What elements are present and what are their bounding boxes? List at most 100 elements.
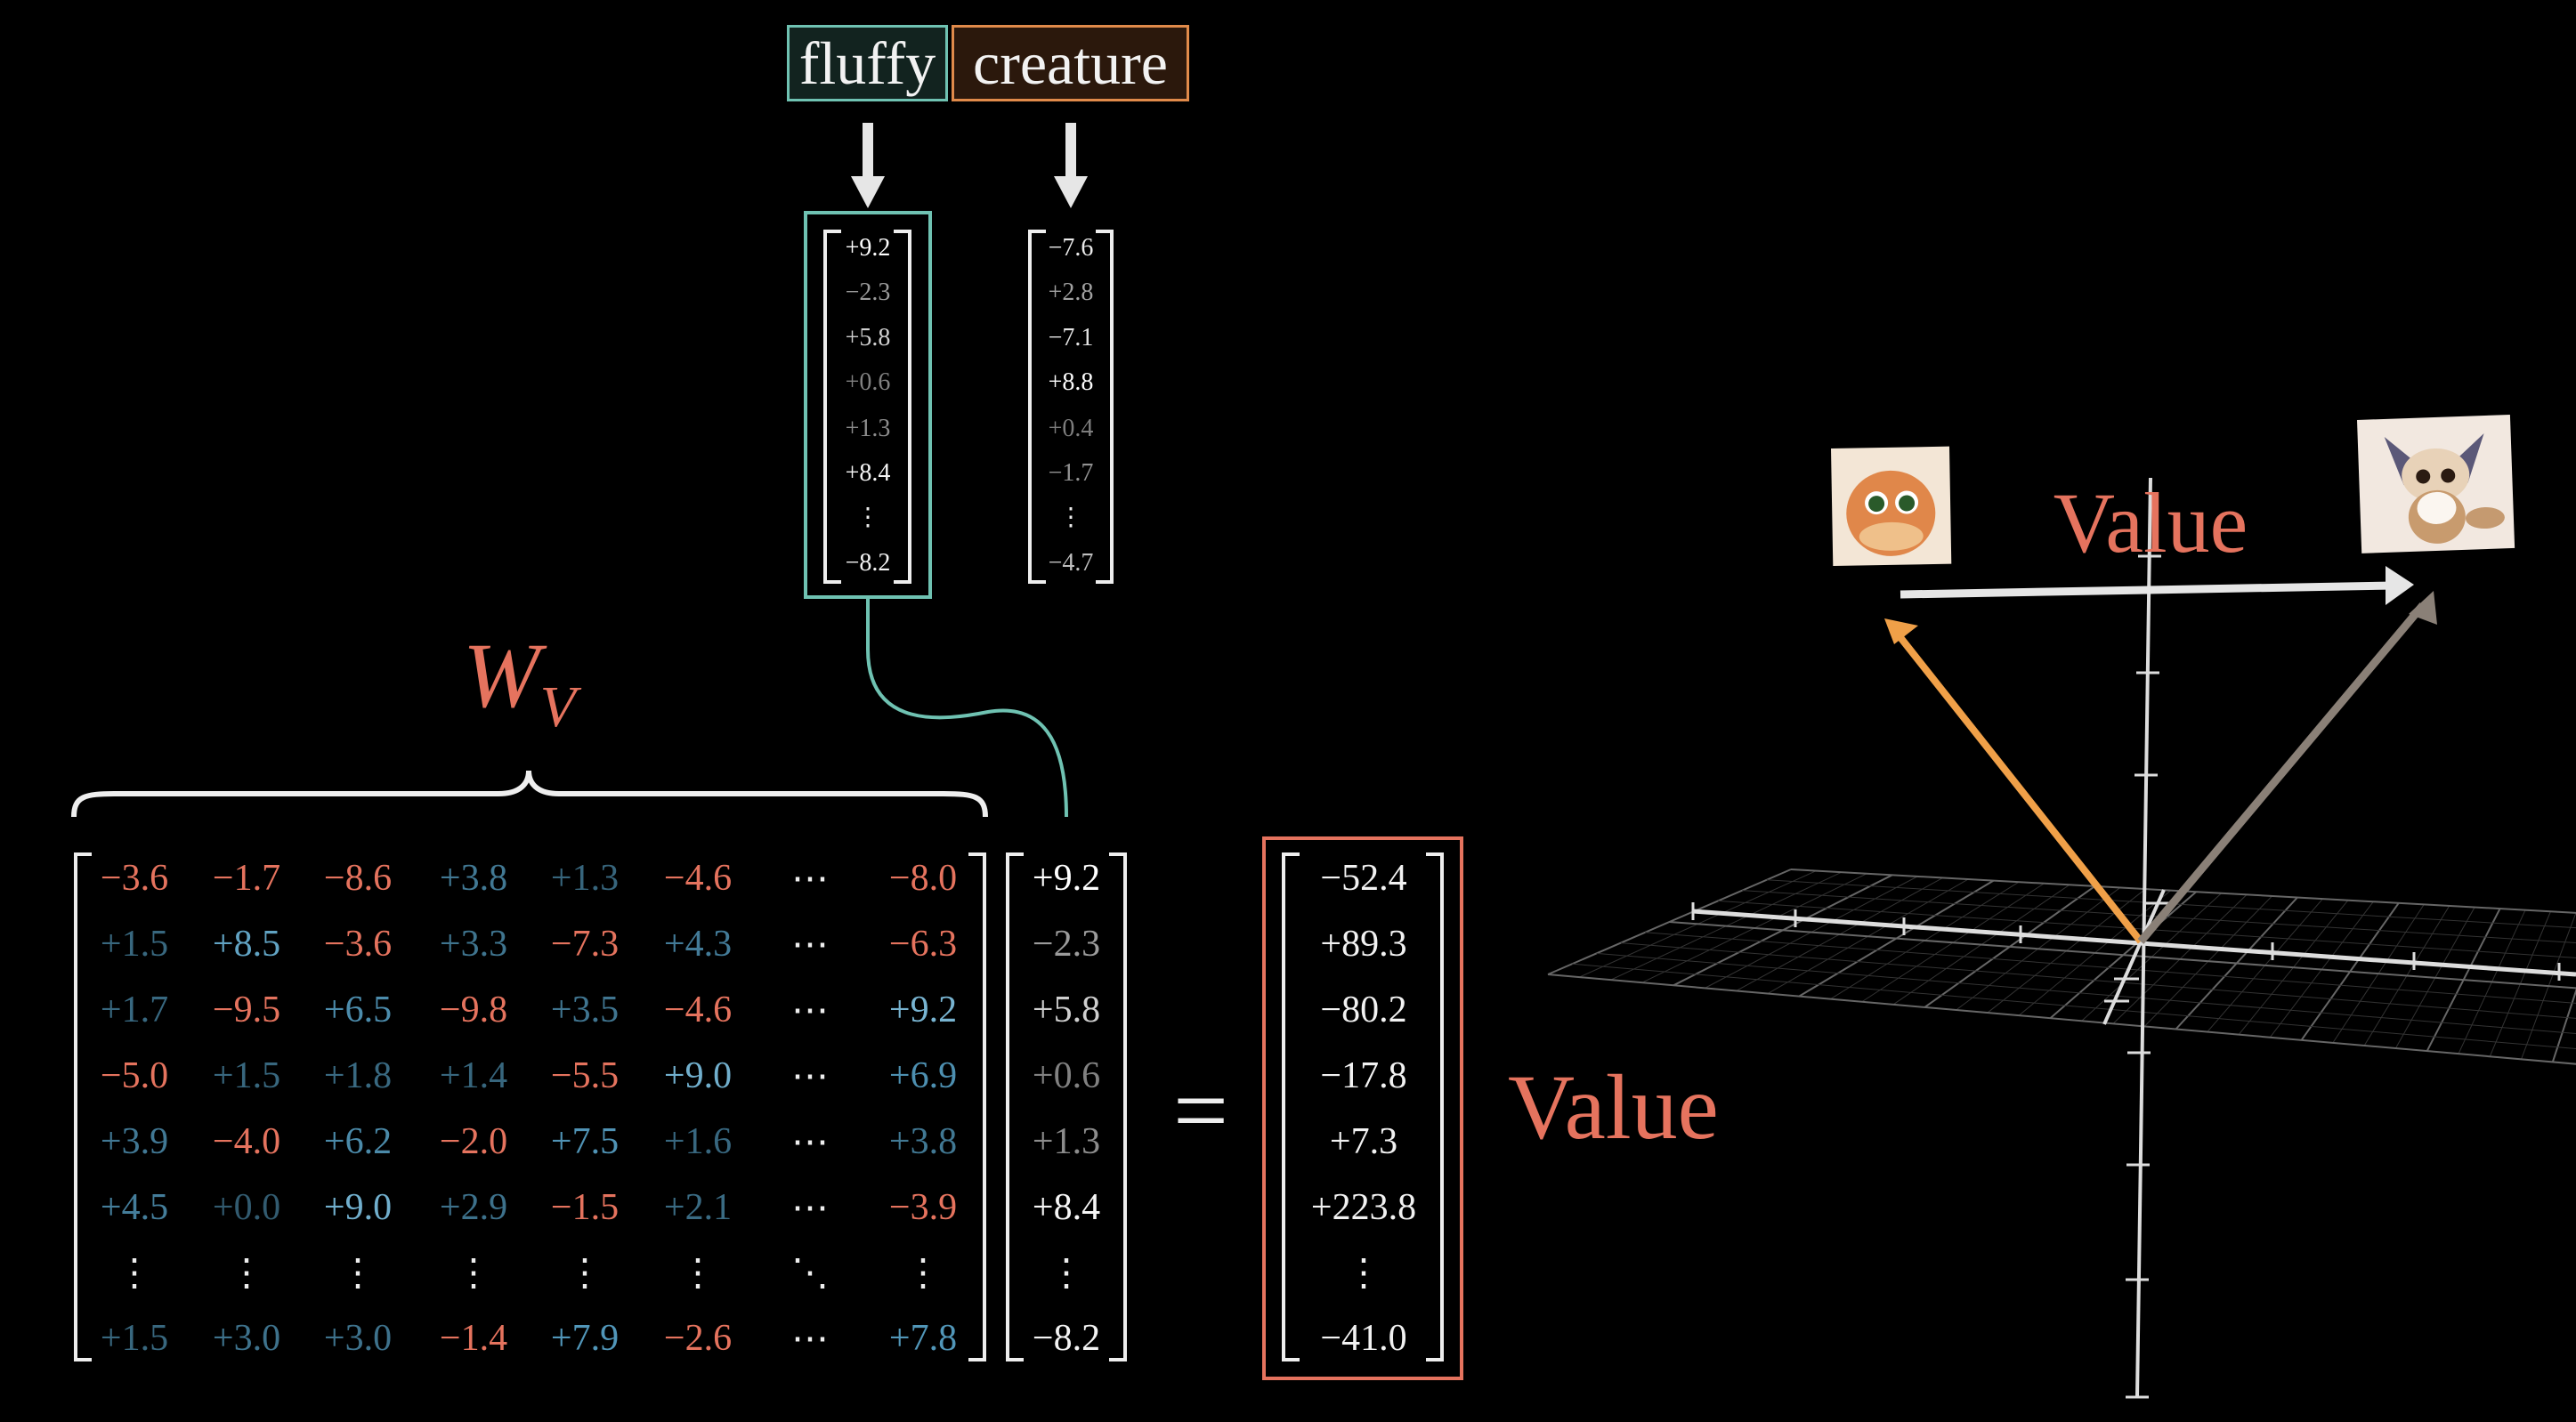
result-vector-entry: −17.8 xyxy=(1320,1055,1407,1096)
matrix-cell: −1.5 xyxy=(550,1187,620,1228)
result-vector-entry: +7.3 xyxy=(1329,1121,1398,1162)
fluffy-fox-creature-image xyxy=(2357,414,2515,553)
matrix-cell: +3.3 xyxy=(439,924,508,965)
matrix-cell: +2.9 xyxy=(439,1187,508,1228)
matrix-cell: −3.6 xyxy=(323,924,393,965)
grid-line xyxy=(1742,890,2576,944)
matrix-cell: +1.6 xyxy=(663,1121,733,1162)
matrix-cell: ⋯ xyxy=(791,990,829,1031)
matrix-cell: −5.0 xyxy=(100,1055,169,1096)
matrix-cell: ⋯ xyxy=(791,859,829,900)
matrix-cell: +4.3 xyxy=(663,924,733,965)
matrix-cell: −4.6 xyxy=(663,990,733,1030)
matrix-cell: +9.0 xyxy=(323,1187,393,1228)
embedding-entry: −7.6 xyxy=(1048,234,1094,262)
matrix-cell: +3.0 xyxy=(212,1318,281,1359)
matrix-cell: +1.3 xyxy=(550,858,620,899)
token-creature: creature xyxy=(952,25,1189,101)
left-bracket xyxy=(823,230,841,584)
grid-line xyxy=(1766,879,2576,929)
embedding-entry: +1.3 xyxy=(845,415,891,442)
grid-line xyxy=(1790,869,2576,914)
fluffy-embedding-highlight-box xyxy=(804,211,932,599)
matrix-cell: ⋮ xyxy=(228,1253,265,1294)
input-vector-entry: +9.2 xyxy=(1032,858,1101,899)
matrix-cell: +4.5 xyxy=(100,1187,169,1228)
matrix-cell: −9.5 xyxy=(212,990,281,1030)
matrix-cell: +1.7 xyxy=(100,990,169,1030)
matrix-cell: ⋯ xyxy=(791,1188,829,1229)
left-bracket xyxy=(1282,852,1300,1361)
embedding-entry: −4.7 xyxy=(1048,549,1094,577)
left-bracket xyxy=(1028,230,1046,584)
grid-line xyxy=(1645,932,2576,1004)
matrix-cell: +3.8 xyxy=(439,858,508,899)
matrix-cell: ⋱ xyxy=(791,1253,829,1294)
matrix-cell: ⋮ xyxy=(904,1253,942,1294)
matrix-cell: −9.8 xyxy=(439,990,508,1030)
x-axis xyxy=(1692,909,2576,977)
grid-line xyxy=(1547,974,2576,1065)
matrix-cell: +1.8 xyxy=(323,1055,393,1096)
fox-value-arrow xyxy=(2137,591,2437,944)
grid-line xyxy=(1620,942,2576,1019)
teal-connector-curve xyxy=(866,598,1068,818)
left-bracket xyxy=(1006,852,1024,1361)
grid-line xyxy=(1596,952,2576,1034)
matrix-cell: ⋮ xyxy=(455,1253,492,1294)
embedding-entry: +0.6 xyxy=(845,368,891,396)
matrix-cell: −1.7 xyxy=(212,858,281,899)
matrix-cell: +7.8 xyxy=(888,1318,958,1359)
grid-line xyxy=(2551,988,2576,1062)
right-bracket xyxy=(1426,852,1444,1361)
frog-value-arrow xyxy=(1884,618,2144,944)
embedding-entry: +0.4 xyxy=(1048,415,1094,442)
axis-ticks xyxy=(1691,554,2561,1399)
result-vector-entry: −41.0 xyxy=(1320,1318,1407,1359)
equals-sign: = xyxy=(1173,1056,1229,1165)
input-vector-entry: +1.3 xyxy=(1032,1121,1101,1162)
matrix-cell: +7.5 xyxy=(550,1121,620,1162)
matrix-cell: +7.9 xyxy=(550,1318,620,1359)
matrix-cell: +1.5 xyxy=(100,924,169,965)
input-vector-entry: +5.8 xyxy=(1032,990,1101,1030)
matrix-cell: ⋯ xyxy=(791,925,829,966)
matrix-cell: −8.0 xyxy=(888,858,958,899)
right-bracket xyxy=(894,230,911,584)
grid-line xyxy=(1669,921,2576,990)
matrix-cell: +8.5 xyxy=(212,924,281,965)
token-fluffy: fluffy xyxy=(787,25,948,101)
matrix-cell: −6.3 xyxy=(888,924,958,965)
right-bracket xyxy=(1096,230,1114,584)
matrix-cell: +3.5 xyxy=(550,990,620,1030)
right-bracket xyxy=(1109,852,1127,1361)
result-highlight-box xyxy=(1262,836,1463,1380)
embedding-entry: ⋮ xyxy=(1058,504,1083,531)
embedding-entry: −1.7 xyxy=(1048,459,1094,487)
matrix-cell: −4.6 xyxy=(663,858,733,899)
matrix-cell: −2.0 xyxy=(439,1121,508,1162)
embedding-entry: +9.2 xyxy=(845,234,891,262)
result-vector-entry: +223.8 xyxy=(1310,1187,1417,1228)
matrix-cell: ⋮ xyxy=(566,1253,603,1294)
plot-value-label: Value xyxy=(2054,475,2248,570)
matrix-cell: +3.0 xyxy=(323,1318,393,1359)
matrix-cell: +1.5 xyxy=(100,1318,169,1359)
matrix-cell: −4.0 xyxy=(212,1121,281,1162)
matrix-cell: +3.9 xyxy=(100,1121,169,1162)
weight-label-main: W xyxy=(463,625,540,727)
matrix-cell: +3.8 xyxy=(888,1121,958,1162)
matrix-cell: +1.5 xyxy=(212,1055,281,1096)
embedding-entry: −2.3 xyxy=(845,279,891,306)
matrix-cell: +6.5 xyxy=(323,990,393,1030)
input-vector-entry: +0.6 xyxy=(1032,1055,1101,1096)
matrix-cell: −3.9 xyxy=(888,1187,958,1228)
matrix-cell: −5.5 xyxy=(550,1055,620,1096)
left-bracket xyxy=(74,852,92,1361)
weight-matrix-label: WV xyxy=(463,623,576,741)
result-value-label: Value xyxy=(1508,1056,1719,1159)
result-vector-entry: −80.2 xyxy=(1320,990,1407,1030)
